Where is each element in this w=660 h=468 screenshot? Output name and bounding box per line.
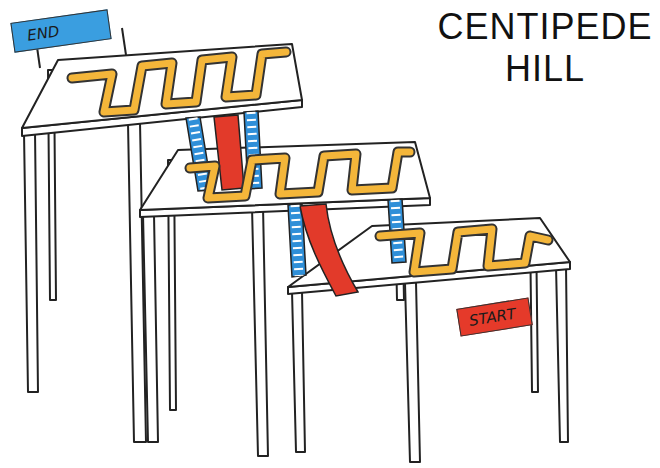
tag-label: END (26, 22, 64, 45)
table-leg (24, 131, 38, 392)
table-top (140, 142, 430, 210)
sign-tag: START (456, 297, 532, 336)
table-leg (556, 265, 568, 442)
ramp (300, 204, 358, 296)
table-leg (143, 214, 158, 442)
track (190, 152, 410, 198)
table-leg (252, 206, 268, 456)
track (380, 229, 548, 272)
table-leg (405, 282, 420, 462)
table-top (22, 44, 302, 128)
table-leg (292, 291, 305, 452)
ladder-rungs (193, 118, 205, 190)
post (122, 28, 126, 55)
title: CENTIPEDE HILL (420, 6, 660, 90)
track (72, 52, 286, 112)
tag-label: START (468, 304, 521, 330)
table-leg (128, 122, 146, 442)
ladder-rungs (295, 205, 299, 276)
ramp (214, 115, 244, 190)
sign-tag: END (10, 9, 111, 52)
